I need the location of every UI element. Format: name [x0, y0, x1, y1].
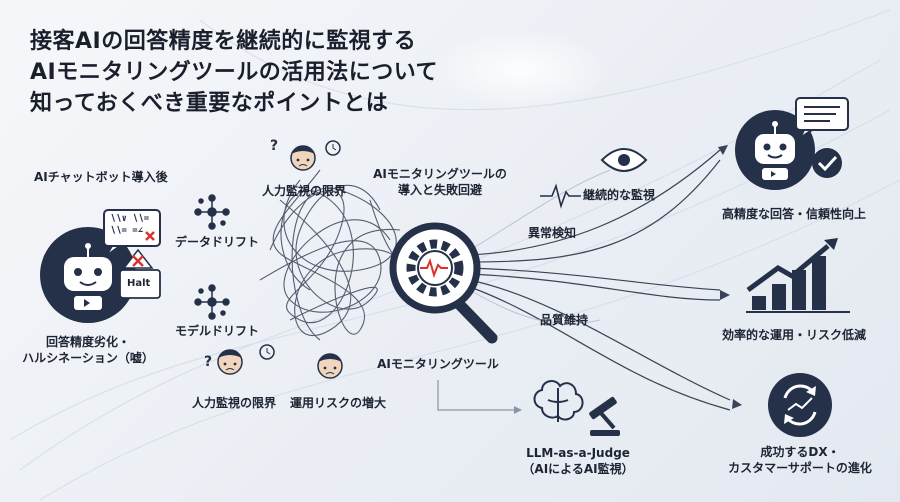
brain-icon [533, 380, 584, 422]
left-caption: 回答精度劣化・ ハルシネーション（嘘） [22, 334, 154, 366]
worried-face-icon [317, 353, 343, 379]
light-curves [469, 169, 611, 325]
bubble-code: ∖∖∨ ∖∖= [110, 214, 150, 224]
center-heading-line-2: 導入と失敗回避 [397, 183, 483, 197]
left-header: AIチャットボット導入後 [34, 170, 168, 184]
center-heading-line-1: AIモニタリングツールの [373, 167, 507, 181]
halt-label: Halt [127, 278, 151, 289]
network-icon [194, 194, 230, 230]
label-continuous: 継続的な監視 [583, 188, 656, 202]
check-badge-icon [812, 148, 842, 178]
judge-arrow [437, 380, 520, 411]
label-efficiency: 効率的な運用・リスク低減 [721, 328, 867, 342]
gavel-icon [589, 396, 620, 436]
label-dx: 成功するDX・ カスタマーサポートの進化 [728, 444, 872, 476]
network-icon [194, 284, 230, 320]
label-judge: LLM-as-a-Judge （AIによるAI監視） [522, 445, 633, 477]
title-line-3: 知っておくべき重要なポイントとは [30, 91, 389, 116]
error-bubble-icon [103, 209, 161, 257]
pulse-icon [540, 183, 581, 209]
label-human-limit-top: 人力監視の限界 [262, 184, 347, 198]
center-heading: AIモニタリングツールの 導入と失敗回避 [373, 166, 507, 198]
label-anomaly: 異常検知 [528, 226, 577, 240]
label-judge-line-1: LLM-as-a-Judge [526, 446, 630, 460]
left-caption-line-2: ハルシネーション（嘘） [22, 351, 154, 365]
worried-face-icon: ? [270, 138, 341, 171]
chat-bubble-icon [795, 97, 849, 141]
flow-arrowheads [718, 145, 742, 409]
halt-warning-icon [119, 248, 161, 299]
label-model-drift: モデルドリフト [175, 324, 260, 338]
title-line-1: 接客AIの回答精度を継続的に監視する [30, 29, 417, 54]
label-human-limit-bottom: 人力監視の限界 [192, 396, 277, 410]
magnifier-gear-icon [389, 222, 498, 344]
cycle-arrows-icon [768, 373, 832, 437]
growth-chart-icon [746, 238, 850, 313]
label-data-drift: データドリフト [175, 235, 260, 249]
page-title: 接客AIの回答精度を継続的に監視する AIモニタリングツールの活用法について 知… [30, 26, 438, 119]
eye-icon [600, 148, 648, 172]
title-line-2: AIモニタリングツールの活用法について [30, 60, 439, 85]
label-dx-line-1: 成功するDX・ [760, 445, 840, 459]
flow-lines [469, 149, 731, 411]
svg-text:?: ? [204, 354, 212, 370]
left-caption-line-1: 回答精度劣化・ [45, 335, 131, 349]
label-dx-line-2: カスタマーサポートの進化 [728, 461, 872, 475]
background-swooshes [9, 9, 900, 501]
bubble-code-2: ∖∖= =∠ [110, 226, 144, 236]
svg-text:?: ? [270, 138, 278, 154]
label-judge-line-2: （AIによるAI監視） [522, 462, 634, 476]
label-accuracy: 高精度な回答・信頼性向上 [721, 207, 867, 221]
tangled-lines [259, 169, 401, 341]
label-tool: AIモニタリングツール [377, 357, 499, 371]
worried-face-icon: ? [204, 344, 275, 375]
right-robot-icon [735, 110, 815, 190]
label-quality: 品質維持 [540, 313, 589, 327]
label-ops-risk: 運用リスクの増大 [290, 396, 387, 410]
